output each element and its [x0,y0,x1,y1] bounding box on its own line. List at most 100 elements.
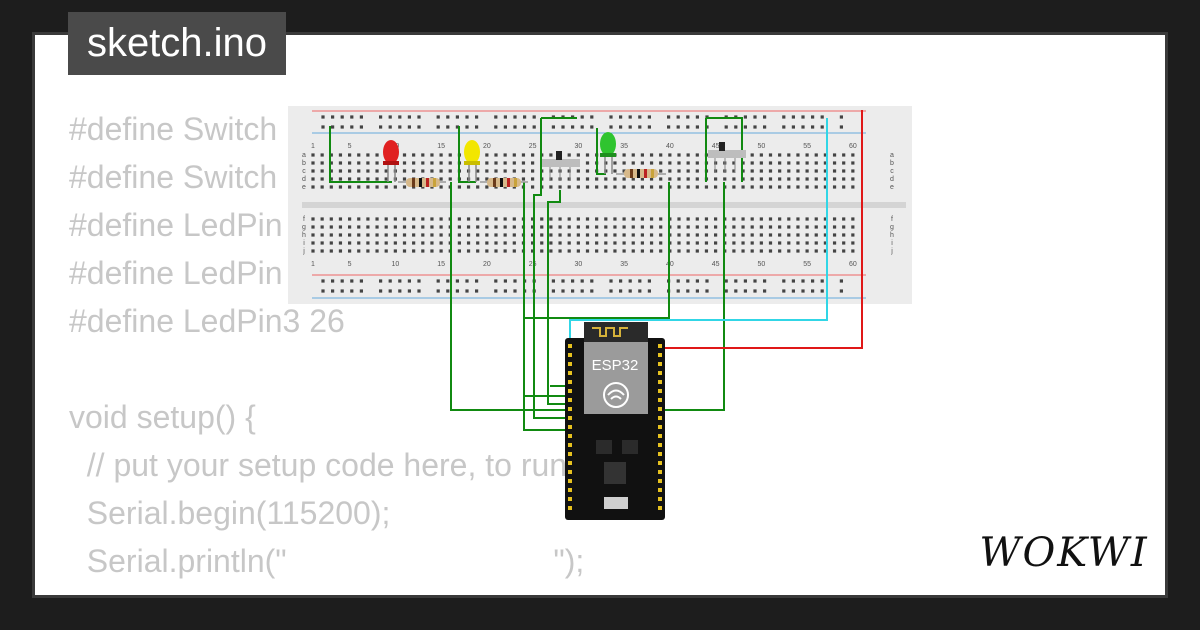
breadboard-hole [743,289,747,293]
breadboard-hole [540,217,544,221]
breadboard-hole [551,279,555,283]
breadboard-hole [842,233,846,237]
breadboard-hole [668,169,672,173]
breadboard-hole [436,115,440,119]
breadboard-hole [567,217,571,221]
breadboard-hole [466,225,471,229]
breadboard-hole [512,225,516,229]
breadboard-hole [832,177,837,181]
breadboard-hole [677,233,681,237]
breadboard-hole [375,153,379,157]
breadboard-hole [750,177,754,181]
breadboard-hole [436,125,440,129]
breadboard-hole [778,153,782,157]
breadboard-hole [814,241,818,245]
breadboard-hole [531,249,535,253]
breadboard-hole [750,153,754,157]
row-letter: a [302,152,306,159]
breadboard-hole [604,169,608,173]
breadboard-hole [796,241,800,245]
breadboard-hole [375,185,379,189]
breadboard-hole [439,249,443,253]
breadboard-hole [677,217,681,221]
column-number: 55 [803,143,811,150]
breadboard-hole [640,177,644,181]
breadboard-hole [329,161,333,165]
breadboard-hole [787,169,791,173]
breadboard-hole [379,115,383,119]
wire [660,182,725,411]
breadboard-hole [778,161,782,165]
breadboard-hole [348,225,352,229]
breadboard-hole [778,217,782,221]
breadboard-hole [732,177,736,181]
column-number: 45 [712,143,720,150]
breadboard-hole [595,177,599,181]
header-pin [658,479,662,483]
breadboard-hole [768,241,773,245]
breadboard-hole [494,249,498,253]
header-pin [568,479,572,483]
breadboard-hole [741,217,745,221]
breadboard-hole [585,225,590,229]
breadboard-hole [311,161,315,165]
breadboard-hole [421,225,425,229]
breadboard-hole [734,125,738,129]
breadboard-hole [832,217,837,221]
breadboard-hole [521,177,526,181]
breadboard-hole [430,153,434,157]
breadboard-hole [580,125,584,129]
breadboard-hole [659,169,663,173]
breadboard-hole [686,217,690,221]
header-pin [568,416,572,420]
breadboard-hole [412,249,416,253]
breadboard-hole [714,225,718,229]
breadboard-hole [531,217,535,221]
code-line: #define Switch [69,111,278,147]
breadboard-hole [659,177,663,181]
breadboard-hole [741,241,745,245]
breadboard-hole [631,241,635,245]
header-pin [658,461,662,465]
breadboard-hole [750,169,754,173]
breadboard-hole [567,233,571,237]
header-pin [568,497,572,501]
breadboard-hole [446,125,450,129]
breadboard-hole [842,241,846,245]
breadboard-hole [750,225,754,229]
breadboard-hole [732,249,736,253]
breadboard-hole [585,241,590,245]
breadboard-hole [613,233,617,237]
breadboard-hole [455,115,459,119]
breadboard-hole [320,241,324,245]
breadboard-hole [613,217,617,221]
breadboard-hole [613,241,617,245]
breadboard-hole [503,153,507,157]
breadboard-hole [753,289,757,293]
breadboard-hole [638,289,642,293]
breadboard-hole [407,279,411,283]
breadboard-hole [494,161,498,165]
row-letter: d [302,176,306,183]
breadboard-hole [613,169,617,173]
breadboard-hole [842,161,846,165]
breadboard-hole [595,185,599,189]
breadboard-hole [805,169,809,173]
breadboard-hole [402,161,407,165]
breadboard-hole [649,161,654,165]
breadboard-hole [485,241,489,245]
breadboard-hole [503,217,507,221]
header-pin [658,362,662,366]
breadboard-hole [412,241,416,245]
breadboard-hole [851,225,855,229]
breadboard-hole [398,289,402,293]
breadboard-hole [814,177,818,181]
header-pin [568,362,572,366]
breadboard-hole [320,161,324,165]
breadboard-hole [402,185,407,189]
breadboard-hole [379,289,383,293]
breadboard-hole [558,217,562,221]
breadboard-hole [823,225,827,229]
breadboard-hole [311,249,315,253]
breadboard-hole [823,153,827,157]
